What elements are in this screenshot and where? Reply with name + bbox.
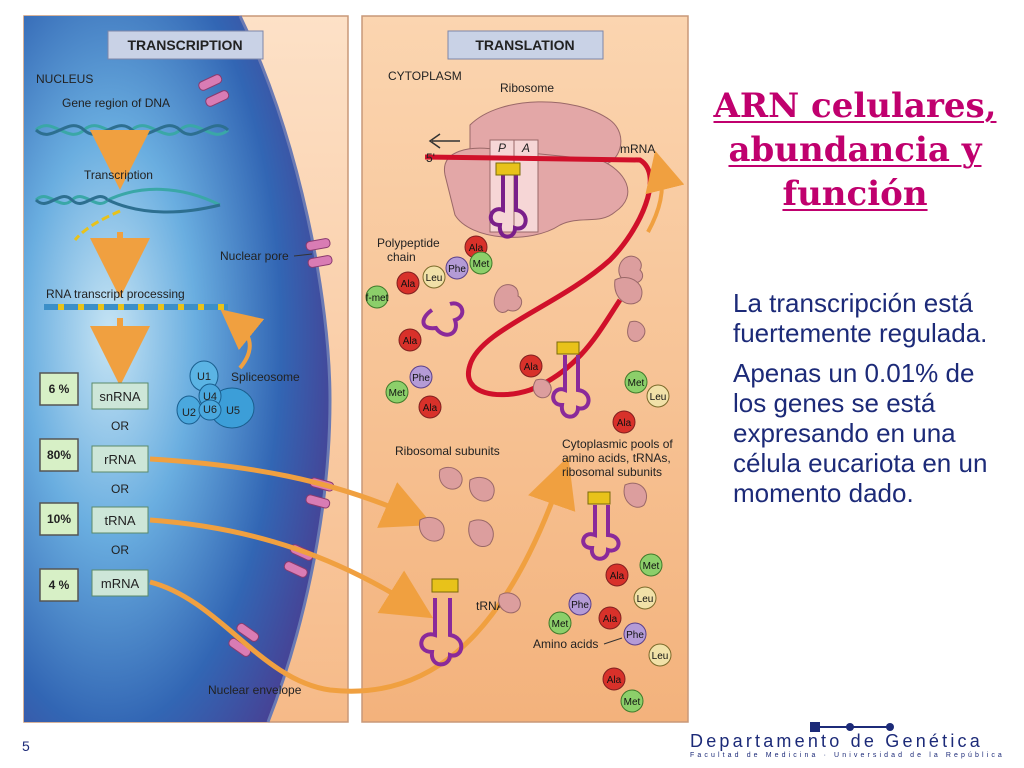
rna-type-mrna: mRNA (101, 576, 140, 591)
svg-text:U6: U6 (203, 404, 217, 416)
spliceosome-label: Spliceosome (231, 370, 300, 384)
cytoplasm-label: CYTOPLASM (388, 69, 462, 83)
nucleus-label: NUCLEUS (36, 72, 93, 86)
rna-type-rrna: rRNA (104, 452, 136, 467)
pools-label-2: amino acids, tRNAs, (562, 451, 671, 465)
svg-text:Met: Met (628, 378, 645, 389)
svg-text:Leu: Leu (426, 273, 443, 284)
mrna-label: mRNA (620, 142, 655, 156)
pools-label-1: Cytoplasmic pools of (562, 437, 673, 451)
trna-icon (488, 170, 528, 239)
free-trnas (419, 301, 621, 667)
svg-text:Ala: Ala (423, 403, 438, 414)
percent-trna: 10% (47, 512, 71, 526)
transcription-step-label: Transcription (84, 168, 153, 182)
svg-text:Leu: Leu (637, 594, 654, 605)
svg-text:Ala: Ala (401, 279, 416, 290)
department-logo-graphic (810, 722, 894, 732)
mrna-direction-arrow (645, 150, 685, 233)
percent-snrna: 6 % (49, 382, 70, 396)
slide-title: ARN celulares, abundancia y función (700, 84, 1010, 216)
svg-text:Leu: Leu (652, 651, 669, 662)
svg-text:OR: OR (111, 419, 129, 433)
svg-text:Ala: Ala (469, 243, 484, 254)
rna-processing-label: RNA transcript processing (46, 287, 185, 301)
svg-text:U5: U5 (226, 405, 240, 417)
polypeptide-label-1: Polypeptide (377, 236, 440, 250)
paragraph-expression: Apenas un 0.01% de los genes se está exp… (733, 358, 988, 508)
rna-type-trna: tRNA (104, 513, 135, 528)
nuclear-envelope-line (238, 15, 332, 723)
slide-number: 5 (22, 738, 30, 754)
paragraph-regulation: La transcripción está fuertemente regula… (733, 288, 988, 348)
transcription-header: TRANSCRIPTION (127, 37, 242, 53)
svg-text:Ala: Ala (607, 675, 622, 686)
transcription-header-box (107, 30, 264, 60)
pools-label-3: ribosomal subunits (562, 465, 662, 479)
polypeptide-label-2: chain (387, 250, 416, 264)
rna-diagram: TRANSCRIPTION TRANSLATION NUCLEUS Gene r… (23, 15, 689, 723)
nuclear-pore-label: Nuclear pore (220, 249, 289, 263)
department-subtitle: Facultad de Medicina · Universidad de la… (690, 752, 1005, 759)
title-line-3: función (782, 174, 928, 214)
left-arrow-icon (428, 133, 460, 149)
title-line-2: abundancia y (728, 130, 982, 170)
svg-text:Met: Met (643, 561, 660, 572)
svg-text:f-met: f-met (366, 293, 389, 304)
svg-text:Ala: Ala (524, 362, 539, 373)
department-logo: Departamento de Genética Facultad de Med… (690, 722, 1005, 759)
dna-transcribing (34, 187, 221, 241)
five-prime-label: 5' (426, 151, 435, 165)
svg-text:Ala: Ala (403, 336, 418, 347)
translation-header-box (447, 30, 604, 60)
svg-text:Ala: Ala (603, 614, 618, 625)
ribosomal-subunit-blobs (418, 255, 648, 614)
svg-text:Met: Met (624, 697, 641, 708)
svg-text:Met: Met (473, 259, 490, 270)
svg-text:Phe: Phe (448, 264, 466, 275)
rna-type-snrna: snRNA (99, 389, 141, 404)
nucleus (24, 16, 330, 722)
translation-header: TRANSLATION (475, 37, 574, 53)
amino-acid-chain: Ala Met Phe Leu Ala f-met Ala Phe Met Al… (365, 235, 672, 713)
title-line-1: ARN celulares, (713, 86, 997, 126)
percent-rrna: 80% (47, 448, 71, 462)
svg-text:Ala: Ala (617, 418, 632, 429)
svg-text:Phe: Phe (571, 600, 589, 611)
slide-body: La transcripción está fuertemente regula… (733, 288, 1013, 518)
gene-region-label: Gene region of DNA (62, 96, 170, 110)
ribosome-label: Ribosome (500, 81, 554, 95)
percentage-boxes: 6 % 80% 10% 4 % (39, 372, 79, 602)
svg-text:Phe: Phe (412, 373, 430, 384)
spliceosome-arrow (220, 309, 265, 370)
rrna-export-arrow (149, 456, 433, 528)
ribosomal-subunits-label: Ribosomal subunits (395, 444, 500, 458)
svg-text:U1: U1 (197, 371, 211, 383)
site-a: A (521, 141, 530, 155)
svg-text:U2: U2 (182, 407, 196, 419)
svg-text:Ala: Ala (610, 571, 625, 582)
svg-text:Phe: Phe (626, 630, 644, 641)
rna-type-list: snRNA OR rRNA OR tRNA OR mRNA (91, 382, 149, 597)
svg-text:Met: Met (389, 388, 406, 399)
department-name: Departamento de Genética (690, 731, 983, 751)
site-p: P (498, 141, 506, 155)
svg-text:Met: Met (552, 619, 569, 630)
amino-acids-label: Amino acids (533, 637, 598, 651)
nuclear-envelope-label: Nuclear envelope (208, 683, 302, 697)
trna-label: tRNA (476, 599, 505, 613)
svg-text:OR: OR (111, 543, 129, 557)
svg-text:OR: OR (111, 482, 129, 496)
percent-mrna: 4 % (49, 578, 70, 592)
svg-text:Leu: Leu (650, 392, 667, 403)
spliceosome: U1 U4 U2 U6 U5 (176, 360, 255, 429)
trna-export-arrow (149, 517, 434, 619)
svg-text:U4: U4 (203, 391, 217, 403)
